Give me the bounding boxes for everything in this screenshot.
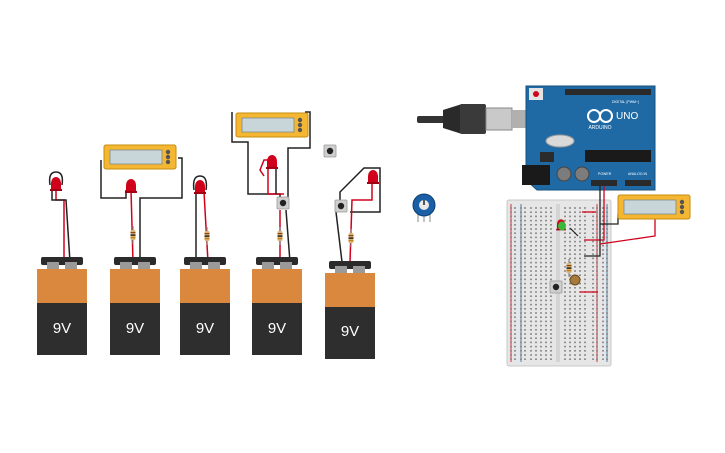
resistor[interactable]: [203, 226, 211, 246]
multimeter[interactable]: [617, 194, 691, 220]
wire-black[interactable]: [335, 211, 343, 263]
battery-9v[interactable]: [325, 261, 375, 359]
wire-black[interactable]: [51, 190, 71, 263]
potentiometer-small[interactable]: [569, 274, 581, 286]
potentiometer[interactable]: [412, 193, 436, 222]
wire-black[interactable]: [192, 175, 208, 191]
battery-label: 9V: [268, 320, 286, 337]
battery-label: 9V: [53, 320, 71, 337]
resistor[interactable]: [129, 225, 137, 245]
arduino-uno[interactable]: ARDUINO UNO DIGITAL (PWM~) POWER ANALOG …: [417, 85, 656, 191]
wire-black[interactable]: [285, 209, 291, 263]
wire-black[interactable]: [139, 157, 183, 262]
battery-9v[interactable]: [252, 257, 302, 355]
wire-black[interactable]: [287, 111, 311, 200]
wire-red[interactable]: [349, 183, 373, 263]
power-header-label: POWER: [598, 172, 612, 176]
wire-black[interactable]: [569, 227, 579, 237]
battery-9v[interactable]: [37, 257, 87, 355]
circuit-1[interactable]: 9V: [37, 171, 87, 355]
battery-9v[interactable]: [180, 257, 230, 355]
wire-black[interactable]: [339, 167, 381, 213]
battery-9v[interactable]: [110, 257, 160, 355]
multimeter[interactable]: [235, 112, 309, 138]
wire-red[interactable]: [55, 190, 65, 262]
multimeter[interactable]: [103, 144, 177, 170]
digital-header-label: DIGITAL (PWM~): [612, 100, 639, 104]
pushbutton[interactable]: [323, 144, 337, 158]
circuit-5[interactable]: 9V: [325, 167, 381, 359]
wire-black[interactable]: [584, 186, 601, 257]
circuit-2[interactable]: 9V: [100, 144, 183, 355]
circuit-4[interactable]: 9V: [231, 111, 337, 355]
usb-cable[interactable]: [417, 116, 447, 123]
led-red[interactable]: [125, 179, 137, 193]
led-red[interactable]: [50, 177, 62, 191]
arduino-model: UNO: [616, 111, 638, 122]
wire-red[interactable]: [203, 191, 209, 263]
pushbutton[interactable]: [276, 196, 290, 210]
analog-header-label: ANALOG IN: [628, 172, 648, 176]
pushbutton[interactable]: [549, 280, 563, 294]
battery-label: 9V: [126, 320, 144, 337]
wire-red[interactable]: [584, 186, 605, 241]
led-red[interactable]: [266, 155, 278, 169]
battery-label: 9V: [196, 320, 214, 337]
resistor[interactable]: [347, 228, 355, 248]
wire-black[interactable]: [100, 160, 127, 199]
led-red[interactable]: [367, 170, 379, 184]
pushbutton[interactable]: [334, 199, 348, 213]
circuit-3[interactable]: 9V: [180, 175, 230, 355]
resistor[interactable]: [276, 226, 284, 246]
wire-red[interactable]: [267, 168, 284, 195]
led-red[interactable]: [194, 180, 206, 194]
wire-black[interactable]: [231, 112, 281, 200]
wire-red[interactable]: [130, 189, 134, 263]
battery-label: 9V: [341, 323, 359, 340]
arduino-brand: ARDUINO: [588, 125, 611, 131]
led-green[interactable]: [558, 221, 566, 231]
wire-red[interactable]: [599, 214, 656, 245]
wire-black[interactable]: [48, 171, 64, 186]
